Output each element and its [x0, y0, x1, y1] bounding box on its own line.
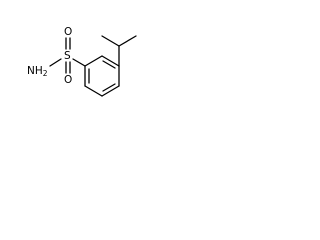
amine-nitrogen-text: NH: [27, 65, 43, 77]
ring-double-bond-c4-c5: [102, 83, 116, 92]
ring-bond-c4-c5: [101, 85, 120, 97]
chemical-structure-diagram: S O O NH2: [27, 26, 137, 97]
bond-isopropyl-right-methyl: [118, 35, 137, 47]
bond-sulfur-nitrogen: [49, 58, 62, 67]
ring-bond-c5-c6: [84, 85, 103, 97]
benzene-ring: [84, 55, 120, 97]
bond-ring-to-sulfur: [72, 58, 86, 67]
sulfonamide-group: S O O NH2: [27, 26, 86, 86]
ring-double-bond-c2-c3: [102, 60, 116, 69]
amine-hydrogen-subscript: 2: [43, 69, 48, 78]
oxygen-top-label: O: [64, 26, 72, 38]
amine-label: NH2: [27, 65, 48, 78]
oxygen-bottom-label: O: [64, 74, 72, 86]
sulfur-label: S: [64, 50, 71, 62]
bond-isopropyl-left-methyl: [101, 35, 120, 47]
ring-bond-c1-c2: [84, 55, 103, 67]
ring-bond-c2-c3: [101, 55, 120, 67]
isopropyl-group: [101, 35, 137, 67]
